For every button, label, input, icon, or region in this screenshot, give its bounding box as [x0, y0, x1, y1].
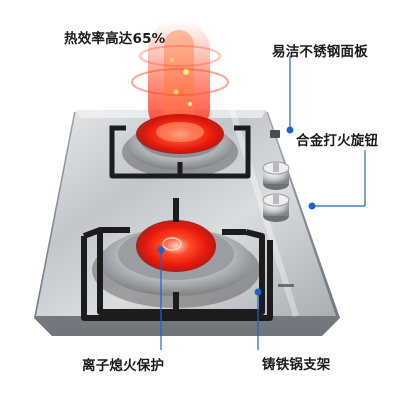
support-label: 铸铁锅支架	[262, 357, 331, 373]
heat-plume	[131, 20, 229, 138]
knob-icon	[262, 193, 290, 222]
knob-label: 合金打火旋钮	[296, 133, 379, 149]
callout-dot-icon	[254, 288, 262, 296]
flameout-label: 离子熄火保护	[82, 358, 165, 374]
knob-group	[262, 161, 290, 222]
panel-label: 易洁不锈钢面板	[272, 44, 368, 60]
knob-icon	[262, 161, 290, 190]
burner-icon	[136, 220, 216, 272]
callout-dot-icon	[308, 202, 316, 210]
callout-lines	[157, 56, 366, 350]
efficiency-label: 热效率高达65%	[64, 31, 166, 47]
callout-dot-icon	[157, 246, 165, 254]
pot-support-icon	[81, 198, 273, 321]
top-burner	[109, 114, 251, 179]
callout-dot-icon	[286, 126, 294, 134]
bottom-burner	[92, 220, 260, 308]
brand-mark	[270, 130, 294, 287]
